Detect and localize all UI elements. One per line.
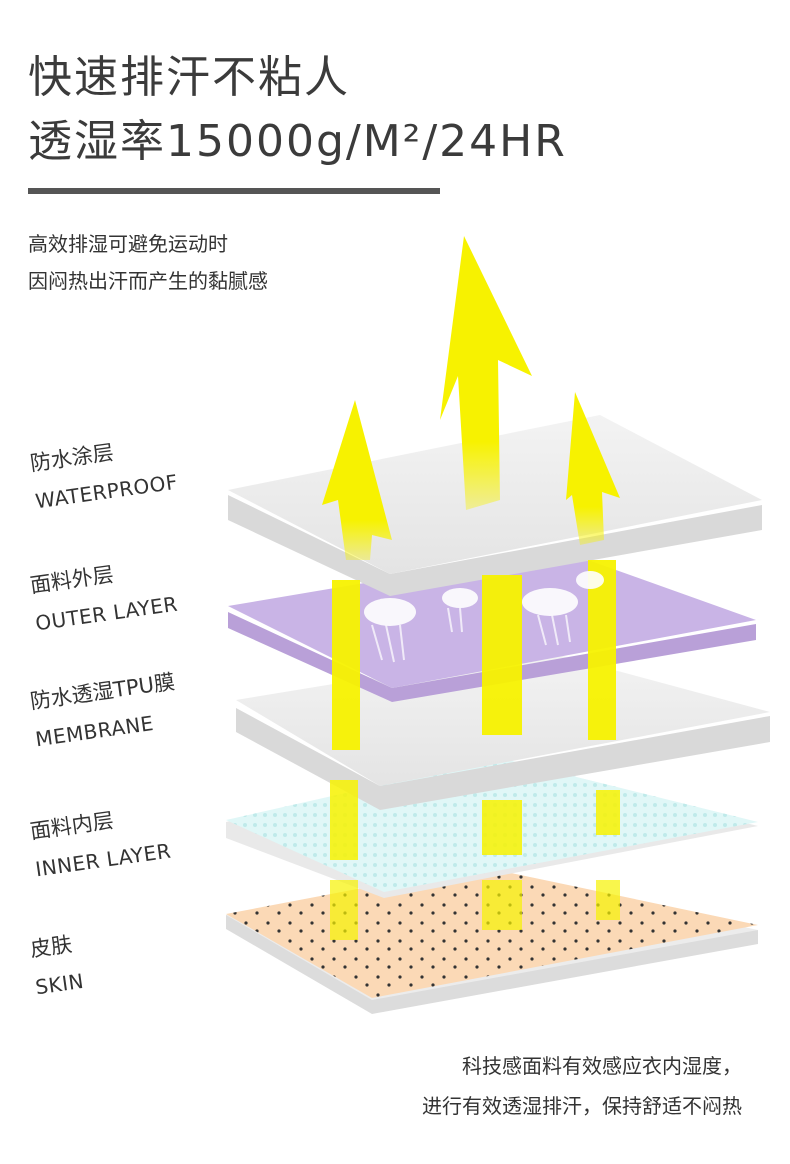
headline-line-2: 透湿率15000g/M²/24HR (28, 116, 567, 167)
arrow-shafts (330, 560, 620, 940)
caption-line-1: 科技感面料有效感应衣内湿度， (462, 1054, 742, 1078)
layer-label-skin: 皮肤 SKIN (28, 927, 86, 999)
steam-cloud-icon (364, 571, 604, 663)
up-arrow-icon (322, 236, 620, 560)
layer-label-cn: 皮肤 (28, 932, 74, 962)
title-divider (28, 188, 440, 194)
arrow-shaft-center (482, 575, 522, 735)
arrow-shaft-left (332, 580, 360, 750)
caption-line-2: 进行有效透湿排汗，保持舒适不闷热 (422, 1094, 742, 1118)
description-line-2: 因闷热出汗而产生的黏腻感 (28, 269, 268, 293)
skin-layer (226, 866, 758, 1014)
description-line-1: 高效排湿可避免运动时 (28, 232, 228, 256)
headline-line-1: 快速排汗不粘人 (28, 52, 350, 103)
arrow-shaft-right (588, 560, 616, 740)
